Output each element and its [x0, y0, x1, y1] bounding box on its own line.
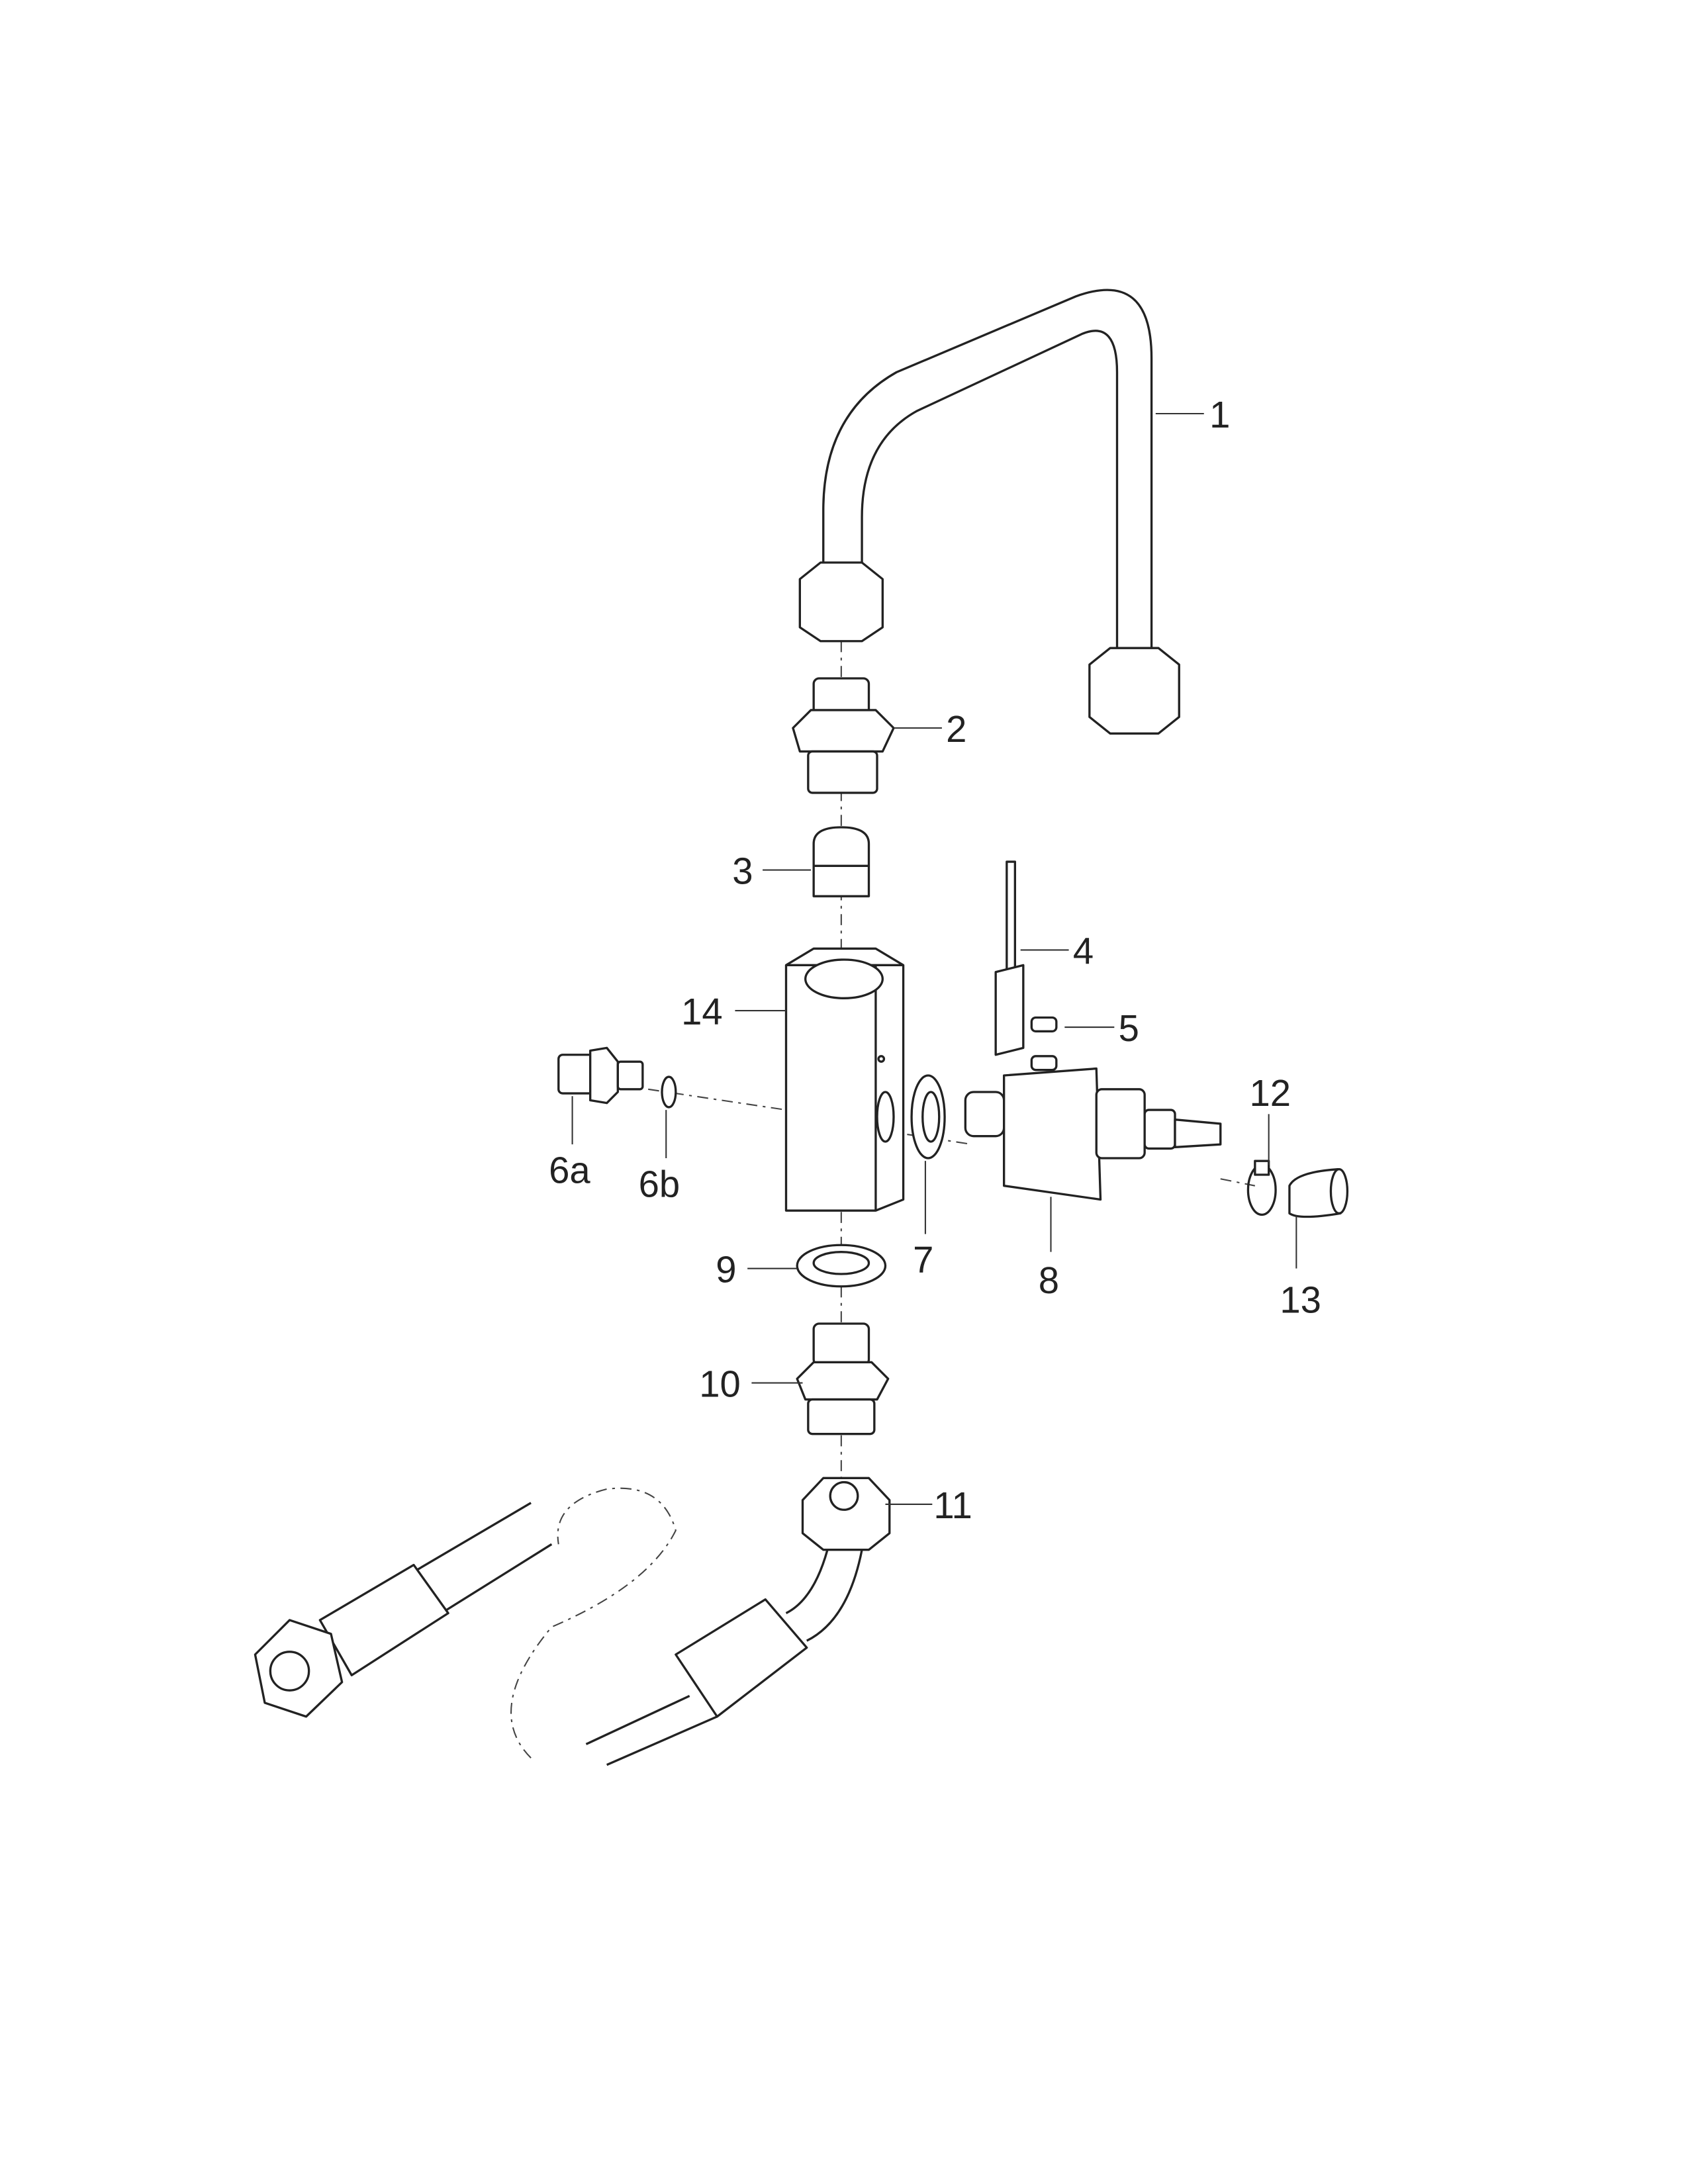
callout-4: 4: [1073, 930, 1094, 972]
callout-7: 7: [913, 1239, 933, 1281]
callout-3: 3: [732, 850, 753, 891]
callout-5: 5: [1119, 1007, 1139, 1049]
callout-14: 14: [681, 991, 723, 1032]
callout-9: 9: [716, 1248, 736, 1290]
callout-6b: 6b: [639, 1163, 680, 1205]
part-13-hose: [1288, 1168, 1349, 1218]
part-1-pipe: [798, 289, 1180, 735]
callout-12: 12: [1250, 1072, 1291, 1114]
part-10-fitting: [796, 1322, 890, 1435]
part-6b-o-ring: [661, 1075, 677, 1109]
part-11-hose-assembly: [254, 1477, 891, 1766]
part-8-valve: [964, 1067, 1222, 1201]
leader-lines: [571, 412, 1297, 1505]
part-14-block: [784, 947, 905, 1212]
callout-8: 8: [1039, 1259, 1059, 1301]
callout-6a: 6a: [549, 1149, 590, 1191]
part-7-washer: [910, 1074, 946, 1160]
part-12-clamp: [1246, 1160, 1277, 1216]
callout-10: 10: [699, 1363, 741, 1404]
part-5-screws: [1030, 1016, 1058, 1071]
callout-11: 11: [933, 1484, 972, 1526]
part-4-bracket: [994, 860, 1025, 1056]
part-6a-nipple: [557, 1046, 644, 1105]
part-3-insert: [812, 826, 870, 897]
callout-1: 1: [1209, 394, 1230, 435]
part-2-fitting: [792, 677, 895, 794]
assembly-axis-lines: [648, 641, 1256, 1482]
callout-13: 13: [1280, 1279, 1321, 1320]
part-9-washer: [796, 1244, 887, 1288]
callout-2: 2: [946, 708, 966, 750]
